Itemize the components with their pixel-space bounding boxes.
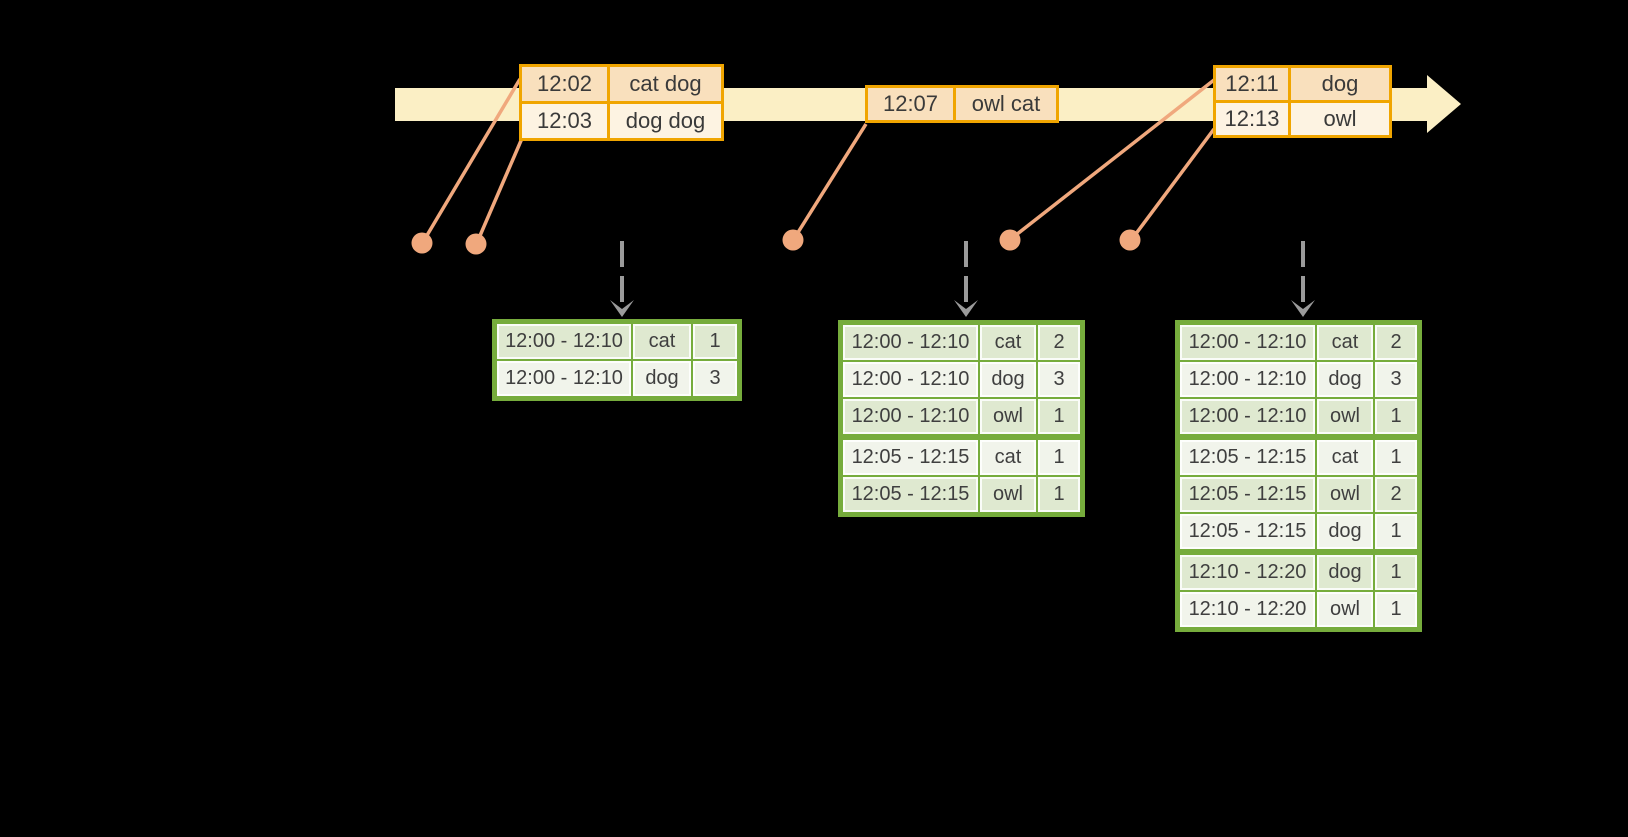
count-cell: 2 [1038,325,1080,360]
word-cell: owl [980,477,1036,512]
count-cell: 1 [1038,477,1080,512]
word-cell: cat [1317,325,1373,360]
event-words: cat dog [610,67,721,101]
table-row: 12:05 - 12:15 cat 1 [843,440,1080,475]
table-row: 12:05 - 12:15 cat 1 [1180,440,1417,475]
event-row: 12:03 dog dog [522,104,721,138]
window-cell: 12:00 - 12:10 [1180,362,1315,397]
table-row: 12:05 - 12:15 dog 1 [1180,514,1417,549]
window-cell: 12:05 - 12:15 [1180,514,1315,549]
table-row: 12:00 - 12:10 cat 1 [497,324,737,359]
count-cell: 3 [1038,362,1080,397]
table-row: 12:00 - 12:10 cat 2 [843,325,1080,360]
event-words: dog dog [610,104,721,138]
word-cell: cat [1317,440,1373,475]
word-cell: owl [1317,477,1373,512]
event-connector-line [1014,78,1216,237]
event-row: 12:13 owl [1216,103,1389,135]
word-cell: dog [1317,514,1373,549]
event-box-1: 12:02 cat dog 12:03 dog dog [519,64,724,141]
word-cell: dog [1317,362,1373,397]
result-table-2: 12:00 - 12:10 cat 2 12:00 - 12:10 dog 3 … [838,320,1085,517]
table-row: 12:05 - 12:15 owl 1 [843,477,1080,512]
window-cell: 12:00 - 12:10 [497,324,631,359]
word-cell: owl [1317,399,1373,434]
event-point-dot [411,232,433,254]
event-connector-line [795,123,868,235]
word-cell: cat [980,440,1036,475]
word-cell: dog [980,362,1036,397]
window-cell: 12:05 - 12:15 [1180,477,1315,512]
event-words: dog [1291,68,1389,100]
word-cell: cat [980,325,1036,360]
event-words: owl [1291,103,1389,135]
event-connector-line [424,78,522,238]
count-cell: 1 [1038,399,1080,434]
window-cell: 12:00 - 12:10 [497,361,631,396]
table-row: 12:10 - 12:20 owl 1 [1180,592,1417,627]
table-row: 12:00 - 12:10 cat 2 [1180,325,1417,360]
window-cell: 12:10 - 12:20 [1180,592,1315,627]
event-row: 12:02 cat dog [522,67,721,101]
event-time: 12:11 [1216,68,1288,100]
event-point-dot [1119,229,1141,251]
result-table-1: 12:00 - 12:10 cat 1 12:00 - 12:10 dog 3 [492,319,742,401]
event-time: 12:02 [522,67,607,101]
window-cell: 12:00 - 12:10 [843,325,978,360]
table-row: 12:10 - 12:20 dog 1 [1180,555,1417,590]
count-cell: 3 [693,361,737,396]
timeline-arrowhead-icon [1427,75,1461,133]
table-row: 12:00 - 12:10 owl 1 [1180,399,1417,434]
window-cell: 12:00 - 12:10 [843,362,978,397]
event-words: owl cat [956,88,1056,120]
window-cell: 12:00 - 12:10 [1180,399,1315,434]
trigger-arrowhead-icon [610,300,634,317]
window-cell: 12:05 - 12:15 [1180,440,1315,475]
event-time: 12:13 [1216,103,1288,135]
count-cell: 1 [1038,440,1080,475]
window-cell: 12:10 - 12:20 [1180,555,1315,590]
count-cell: 1 [1375,592,1417,627]
count-cell: 1 [693,324,737,359]
word-cell: owl [1317,592,1373,627]
count-cell: 2 [1375,325,1417,360]
count-cell: 1 [1375,440,1417,475]
window-cell: 12:00 - 12:10 [843,399,978,434]
table-row: 12:00 - 12:10 dog 3 [497,361,737,396]
trigger-arrowhead-icon [954,300,978,317]
event-connector-line [477,135,525,239]
event-box-3: 12:11 dog 12:13 owl [1213,65,1392,138]
word-cell: cat [633,324,691,359]
event-box-2: 12:07 owl cat [865,85,1059,123]
event-connector-line [1133,127,1216,237]
table-row: 12:00 - 12:10 dog 3 [1180,362,1417,397]
table-row: 12:05 - 12:15 owl 2 [1180,477,1417,512]
event-row: 12:11 dog [1216,68,1389,100]
window-cell: 12:00 - 12:10 [1180,325,1315,360]
count-cell: 3 [1375,362,1417,397]
event-time: 12:07 [868,88,953,120]
count-cell: 1 [1375,555,1417,590]
event-row: 12:07 owl cat [868,88,1056,120]
count-cell: 1 [1375,514,1417,549]
event-point-dot [999,229,1021,251]
result-table-3: 12:00 - 12:10 cat 2 12:00 - 12:10 dog 3 … [1175,320,1422,632]
trigger-arrowhead-icon [1291,300,1315,317]
table-row: 12:00 - 12:10 owl 1 [843,399,1080,434]
window-cell: 12:05 - 12:15 [843,477,978,512]
word-cell: owl [980,399,1036,434]
event-point-dot [782,229,804,251]
event-time: 12:03 [522,104,607,138]
word-cell: dog [633,361,691,396]
event-point-dot [465,233,487,255]
table-row: 12:00 - 12:10 dog 3 [843,362,1080,397]
window-cell: 12:05 - 12:15 [843,440,978,475]
count-cell: 2 [1375,477,1417,512]
word-cell: dog [1317,555,1373,590]
count-cell: 1 [1375,399,1417,434]
